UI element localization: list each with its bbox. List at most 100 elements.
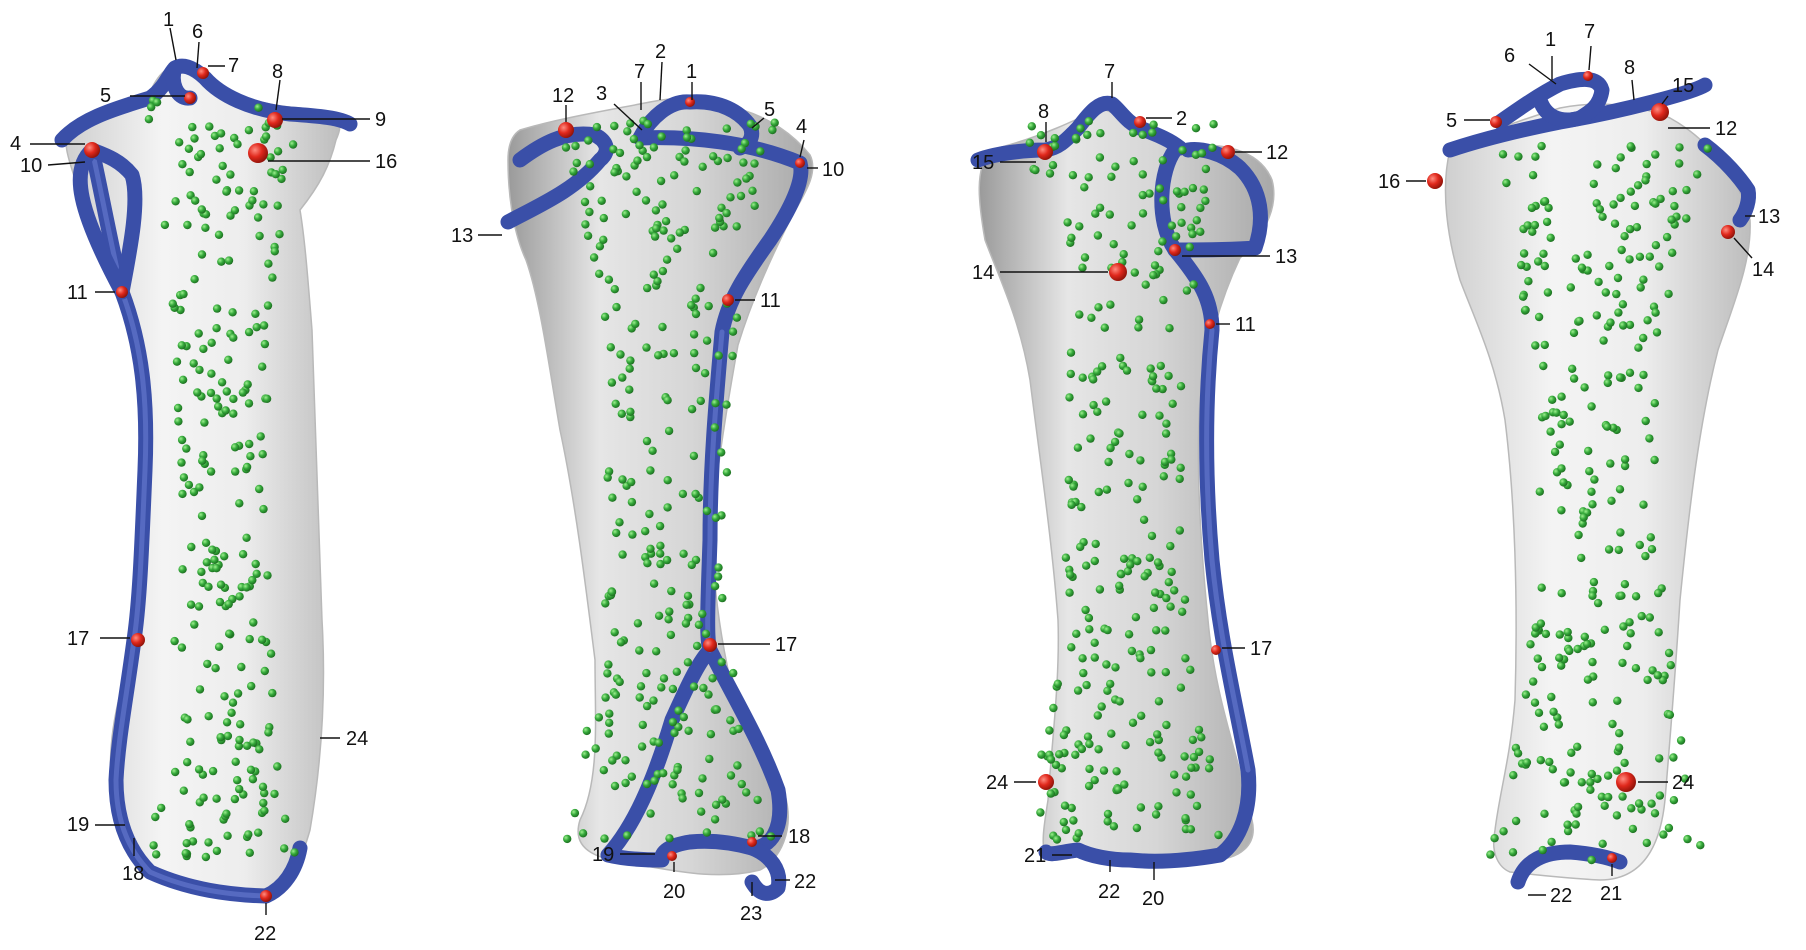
surface-semilandmark (1200, 185, 1208, 193)
surface-semilandmark (193, 388, 201, 396)
surface-semilandmark (623, 831, 631, 839)
surface-semilandmark (1635, 799, 1643, 807)
surface-semilandmark (658, 200, 666, 208)
surface-semilandmark (1209, 120, 1217, 128)
surface-semilandmark (1615, 546, 1623, 554)
surface-semilandmark (198, 457, 206, 465)
surface-semilandmark (1193, 802, 1201, 810)
surface-semilandmark (708, 674, 716, 682)
surface-semilandmark (222, 406, 230, 414)
surface-semilandmark (195, 366, 203, 374)
surface-semilandmark (678, 794, 686, 802)
surface-semilandmark (1588, 592, 1596, 600)
surface-semilandmark (1071, 751, 1079, 759)
surface-semilandmark (1616, 485, 1624, 493)
surface-semilandmark (1094, 745, 1102, 753)
surface-semilandmark (1066, 571, 1074, 579)
surface-semilandmark (1096, 153, 1104, 161)
surface-semilandmark (1566, 768, 1574, 776)
surface-semilandmark (195, 602, 203, 610)
surface-semilandmark (190, 134, 198, 142)
surface-semilandmark (1080, 183, 1088, 191)
surface-semilandmark (1668, 249, 1676, 257)
surface-semilandmark (217, 258, 225, 266)
surface-semilandmark (712, 801, 720, 809)
surface-semilandmark (1111, 438, 1119, 446)
surface-semilandmark (1134, 323, 1142, 331)
surface-semilandmark (1148, 128, 1156, 136)
surface-semilandmark (169, 300, 177, 308)
surface-semilandmark (1060, 818, 1068, 826)
surface-semilandmark (1176, 475, 1184, 483)
surface-semilandmark (637, 682, 645, 690)
surface-semilandmark (695, 789, 703, 797)
surface-semilandmark (1206, 755, 1214, 763)
surface-semilandmark (1557, 464, 1565, 472)
surface-semilandmark (275, 230, 283, 238)
surface-semilandmark (263, 571, 271, 579)
bone-outline (1445, 104, 1750, 880)
surface-semilandmark (248, 196, 256, 204)
surface-semilandmark (1642, 417, 1650, 425)
surface-semilandmark (175, 138, 183, 146)
surface-semilandmark (1593, 311, 1601, 319)
surface-semilandmark (254, 104, 262, 112)
surface-semilandmark (1559, 478, 1567, 486)
surface-semilandmark (204, 583, 212, 591)
surface-semilandmark (257, 432, 265, 440)
surface-semilandmark (1604, 772, 1612, 780)
surface-semilandmark (1036, 808, 1044, 816)
surface-semilandmark (1555, 654, 1563, 662)
surface-semilandmark (231, 795, 239, 803)
surface-semilandmark (1100, 766, 1108, 774)
surface-semilandmark (1655, 628, 1663, 636)
surface-semilandmark (1584, 447, 1592, 455)
landmark-11-view-3 (1205, 319, 1215, 329)
surface-semilandmark (698, 610, 706, 618)
surface-semilandmark (178, 341, 186, 349)
surface-semilandmark (1193, 216, 1201, 224)
landmark-label: 7 (1584, 21, 1595, 43)
surface-semilandmark (696, 284, 704, 292)
surface-semilandmark (610, 168, 618, 176)
surface-semilandmark (1490, 834, 1498, 842)
landmark-label: 2 (655, 41, 666, 63)
surface-semilandmark (1106, 210, 1114, 218)
surface-semilandmark (222, 810, 230, 818)
surface-semilandmark (642, 343, 650, 351)
surface-semilandmark (571, 809, 579, 817)
surface-semilandmark (690, 349, 698, 357)
surface-semilandmark (651, 232, 659, 240)
surface-semilandmark (259, 450, 267, 458)
surface-semilandmark (225, 256, 233, 264)
landmark-label: 18 (122, 863, 144, 885)
surface-semilandmark (656, 550, 664, 558)
landmark-18-view-2 (747, 837, 757, 847)
surface-semilandmark (1138, 411, 1146, 419)
surface-semilandmark (1092, 540, 1100, 548)
surface-semilandmark (753, 796, 761, 804)
landmark-24-view-4 (1616, 772, 1636, 792)
surface-semilandmark (650, 143, 658, 151)
surface-semilandmark (209, 767, 217, 775)
surface-semilandmark (231, 443, 239, 451)
surface-semilandmark (684, 592, 692, 600)
surface-semilandmark (585, 208, 593, 216)
landmark-6-view-1 (184, 92, 196, 104)
surface-semilandmark (665, 607, 673, 615)
surface-semilandmark (711, 815, 719, 823)
surface-semilandmark (1549, 765, 1557, 773)
surface-semilandmark (1201, 197, 1209, 205)
surface-semilandmark (1605, 545, 1613, 553)
surface-semilandmark (187, 543, 195, 551)
surface-semilandmark (650, 271, 658, 279)
surface-semilandmark (1531, 153, 1539, 161)
bone-view-2 (508, 99, 813, 894)
surface-semilandmark (214, 402, 222, 410)
surface-semilandmark (1069, 171, 1077, 179)
surface-semilandmark (1060, 731, 1068, 739)
landmark-5-view-4 (1490, 116, 1502, 128)
surface-semilandmark (563, 835, 571, 843)
surface-semilandmark (650, 580, 658, 588)
surface-semilandmark (1617, 592, 1625, 600)
